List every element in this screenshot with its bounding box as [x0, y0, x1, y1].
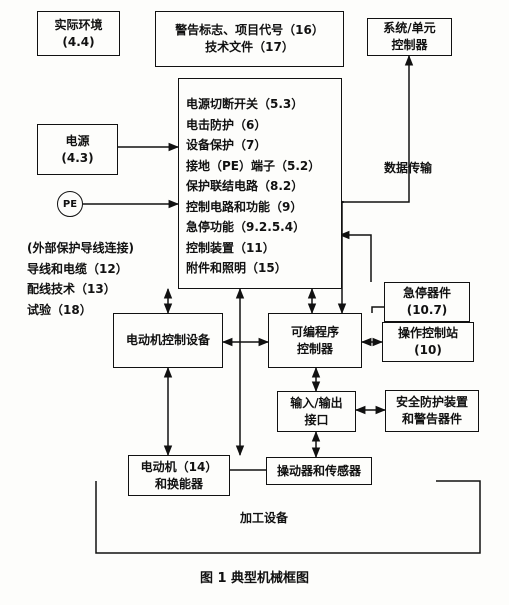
main-item: 保护联结电路（8.2） — [186, 179, 304, 193]
system-controller-line-2: 控制器 — [391, 38, 428, 52]
safety-line-1: 安全防护装置 — [395, 395, 468, 409]
power-source-clause: (4.3) — [61, 150, 94, 165]
main-item: 电击防护（6） — [186, 117, 267, 132]
figure-caption: 图 1 典型机械框图 — [199, 571, 310, 586]
external-item: 配线技术（13） — [27, 282, 116, 296]
warnings-line-2: 技术文件（17） — [205, 40, 294, 54]
system-controller-line-1: 系统/单元 — [383, 21, 436, 35]
operator-station-clause: (10) — [414, 343, 442, 357]
warnings-box: 警告标志、项目代号（16） 技术文件（17） — [155, 11, 344, 67]
emergency-stop-title: 急停器件 — [402, 286, 451, 300]
main-item: 设备保护（7） — [186, 138, 267, 152]
environment-box: 实际环境 (4.4) — [37, 11, 120, 56]
motor-line-2: 和换能器 — [154, 476, 203, 491]
wire-system-main-2 — [342, 106, 410, 203]
system-controller-box: 系统/单元 控制器 — [367, 18, 452, 56]
main-item: 急停功能（9.2.5.4） — [186, 220, 306, 234]
machine-main-list: 电源切断开关（5.3） 电击防护（6） 设备保护（7） 接地（PE）端子（5.2… — [186, 94, 320, 279]
io-line-1: 输入/输出 — [290, 395, 343, 410]
io-box: 输入/输出 接口 — [277, 391, 356, 432]
main-item: 电源切断开关（5.3） — [186, 97, 304, 111]
motor-control-label: 电动机控制设备 — [125, 333, 210, 347]
motor-box: 电动机（14） 和换能器 — [128, 455, 230, 496]
actuators-box: 操动器和传感器 — [266, 457, 372, 485]
main-item: 附件和照明（15） — [186, 261, 287, 275]
processing-label: 加工设备 — [240, 511, 289, 525]
warnings-line-1: 警告标志、项目代号（16） — [175, 23, 324, 37]
power-source-title: 电源 — [65, 133, 90, 148]
motor-line-1: 电动机（14） — [140, 459, 218, 474]
operator-station-title: 操作控制站 — [397, 326, 458, 340]
pe-terminal: PE — [57, 191, 83, 217]
safety-devices-box: 安全防护装置 和警告器件 — [385, 390, 479, 432]
main-item: 控制装置（11） — [186, 240, 275, 255]
wire-estop-main — [338, 230, 372, 282]
processing-outline — [95, 480, 481, 554]
wire-estop-plc — [371, 306, 384, 313]
external-item: 导线和电缆（12） — [27, 261, 128, 276]
environment-clause: (4.4) — [62, 34, 95, 49]
external-list: (外部保护导线连接) 导线和电缆（12） 配线技术（13） 试验（18） — [27, 238, 134, 320]
environment-title: 实际环境 — [54, 17, 103, 32]
machine-main-box — [178, 78, 342, 289]
external-item: 试验（18） — [27, 302, 92, 317]
data-transfer-label: 数据传输 — [384, 161, 433, 175]
plc-line-1: 可编程序 — [290, 324, 339, 339]
io-line-2: 接口 — [304, 412, 329, 427]
actuators-label: 操动器和传感器 — [276, 463, 361, 478]
external-item: (外部保护导线连接) — [27, 241, 134, 255]
main-item: 控制电路和功能（9） — [186, 199, 303, 214]
emergency-stop-clause: (10.7) — [406, 303, 448, 317]
plc-line-2: 控制器 — [296, 341, 333, 356]
main-item: 接地（PE）端子（5.2） — [186, 158, 321, 173]
operator-station-box: 操作控制站 (10) — [382, 322, 474, 362]
plc-box: 可编程序 控制器 — [268, 313, 362, 368]
motor-control-box: 电动机控制设备 — [113, 313, 223, 368]
power-source-box: 电源 (4.3) — [37, 124, 118, 175]
emergency-stop-box: 急停器件 (10.7) — [384, 282, 470, 322]
safety-line-2: 和警告器件 — [401, 412, 462, 426]
